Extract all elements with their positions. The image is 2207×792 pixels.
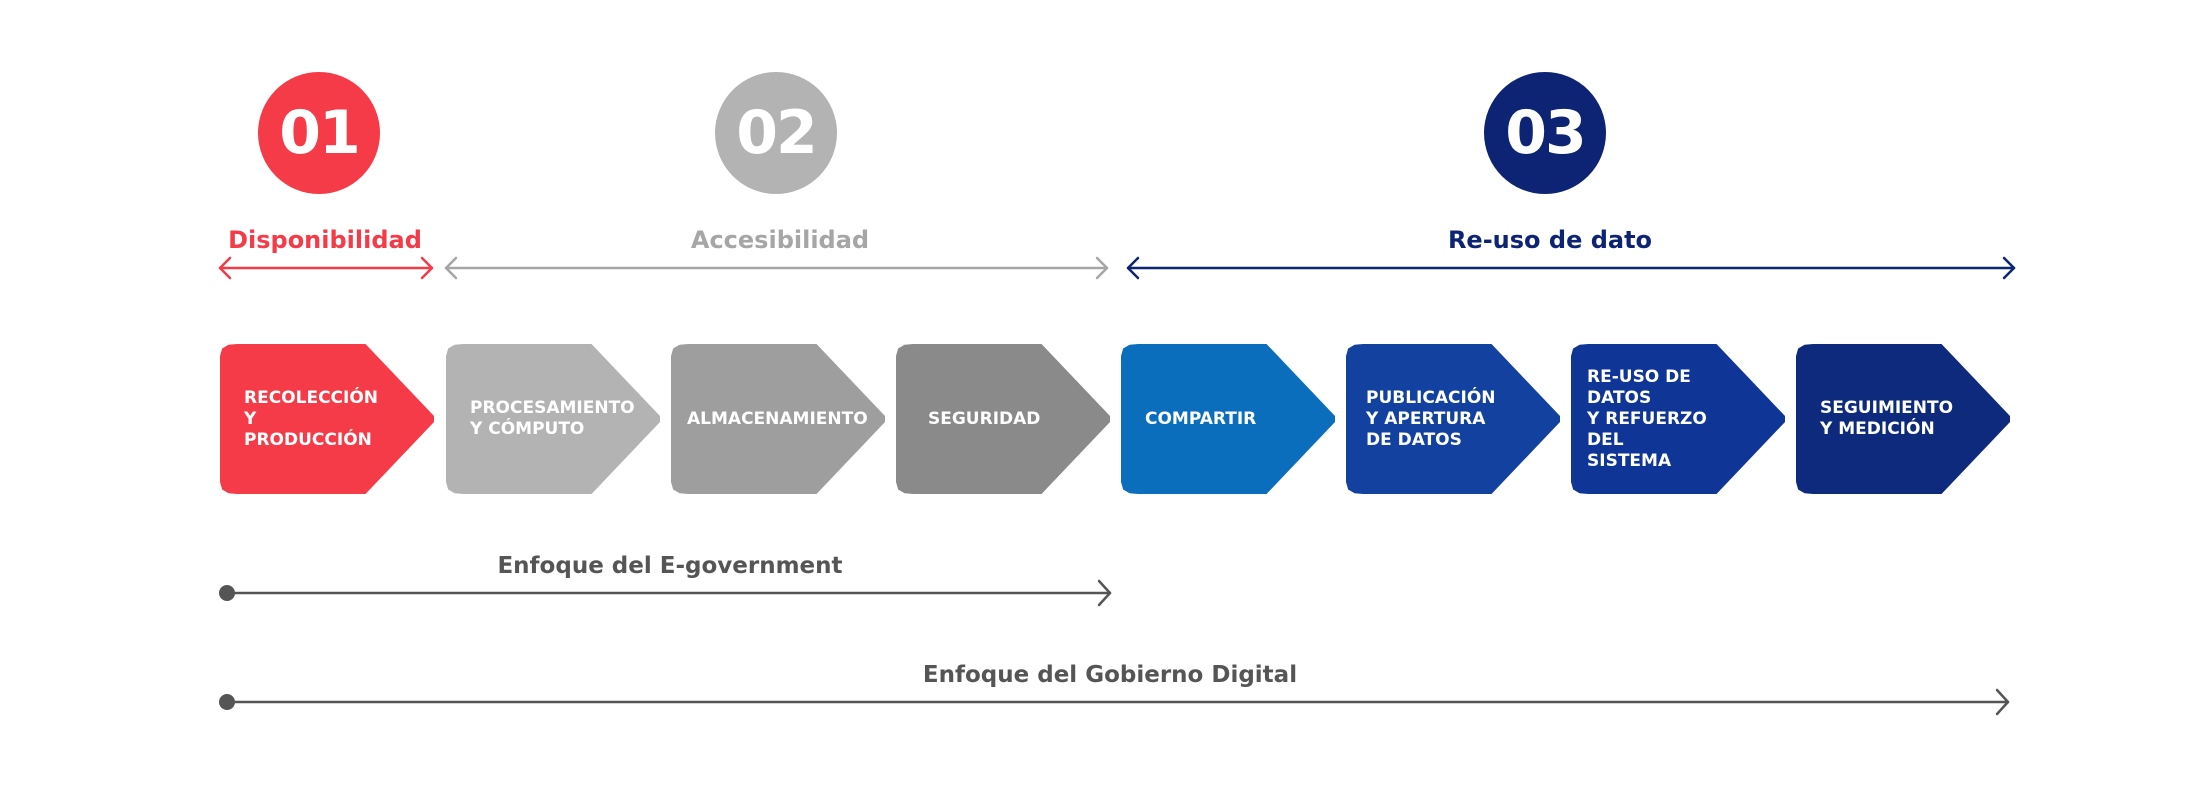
step-label: COMPARTIR [1145, 408, 1257, 429]
step-label: PUBLICACIÓN Y APERTURA DE DATOS [1366, 387, 1496, 450]
step-label: ALMACENAMIENTO [687, 408, 868, 429]
step-label: SEGUIMIENTO Y MEDICIÓN [1820, 398, 1954, 439]
phase-01-circle: 01 [258, 72, 380, 194]
step-label: RE-USO DE DATOS Y REFUERZO DEL SISTEMA [1587, 366, 1707, 471]
phase-01-label: Disponibilidad [228, 226, 422, 254]
phase-02-circle: 02 [715, 72, 837, 194]
phase-02-label: Accesibilidad [690, 226, 870, 254]
phase-03-label: Re-uso de dato [1447, 226, 1653, 254]
phase-03-circle: 03 [1484, 72, 1606, 194]
step-label: SEGURIDAD [928, 408, 1041, 429]
timeline-gobierno-digital-title: Enfoque del Gobierno Digital [922, 662, 1298, 688]
timeline-egov-title: Enfoque del E-government [497, 553, 843, 579]
step-label: RECOLECCIÓN Y PRODUCCIÓN [244, 387, 379, 450]
step-label: PROCESAMIENTO Y CÓMPUTO [470, 398, 635, 439]
